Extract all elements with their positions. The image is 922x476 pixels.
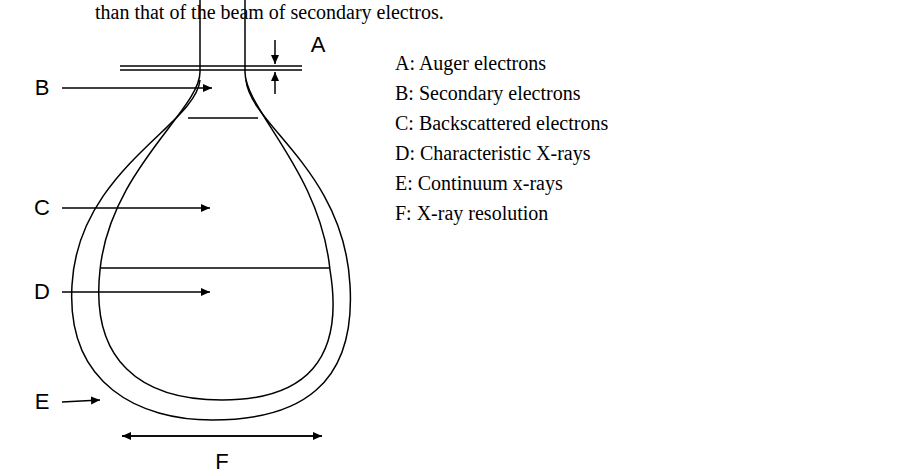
region-boundary xyxy=(101,267,330,269)
width-arrow xyxy=(122,435,322,437)
key-entry: F: X-ray resolution xyxy=(395,203,548,223)
caption-fragment: than that of the beam of secondary elect… xyxy=(95,2,444,22)
depth-line xyxy=(120,69,302,71)
key-entry: C: Backscattered electrons xyxy=(395,113,608,133)
inner-contour xyxy=(99,72,333,400)
region-boundary xyxy=(188,117,258,119)
callout-letter: B xyxy=(35,77,50,99)
leader-arrow xyxy=(62,87,212,89)
depth-arrow xyxy=(274,72,276,94)
depth-line xyxy=(120,65,302,67)
width-arrow xyxy=(122,435,322,437)
callout-letter: C xyxy=(34,197,50,219)
outer-contour xyxy=(72,80,351,420)
callout-letter: D xyxy=(34,281,50,303)
depth-arrow xyxy=(274,40,276,64)
callout-letter: F xyxy=(215,451,228,473)
leader-arrow xyxy=(62,400,100,402)
key-entry: E: Continuum x-rays xyxy=(395,173,563,193)
key-entry: D: Characteristic X-rays xyxy=(395,143,590,163)
leader-arrow xyxy=(62,207,210,209)
key-entry: B: Secondary electrons xyxy=(395,83,581,103)
key-entry: A: Auger electrons xyxy=(395,53,546,73)
callout-letter: A xyxy=(311,34,326,56)
leader-arrow xyxy=(62,291,210,293)
callout-letter: E xyxy=(35,391,50,413)
